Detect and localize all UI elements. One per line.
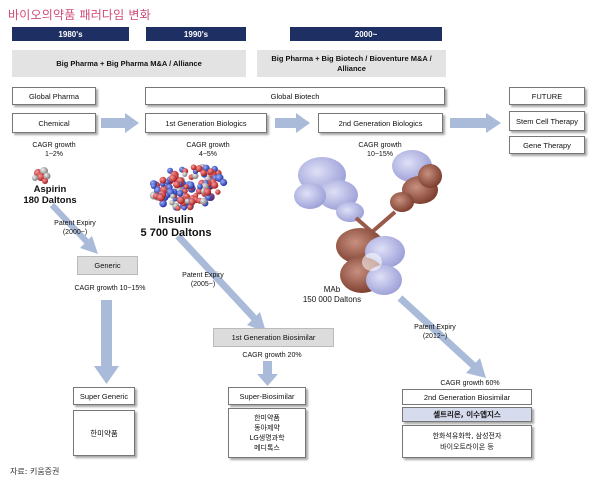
biosim1-box: 1st Generation Biosimilar: [213, 328, 334, 347]
biosim2-companies: 한화석유화학, 삼성전자 바이오트라이온 등: [402, 425, 532, 458]
biosim2-growth: CAGR growth 60%: [440, 380, 500, 387]
gen-1st-biologics: 1st Generation Biologics: [145, 113, 267, 133]
biosim2-highlight: 셀트리온, 이수앱지스: [402, 407, 532, 422]
company-lg: LG생명과학: [249, 434, 285, 442]
biosim2-companies-line1: 한화석유화학, 삼성전자: [432, 432, 502, 441]
future-gene-therapy: Gene Therapy: [509, 136, 585, 154]
arrow-chemical-to-gen1: [101, 113, 139, 133]
page-title: 바이오의약품 패러다임 변화: [8, 8, 151, 22]
company-dongah: 동아제약: [254, 423, 280, 432]
arrow-gen1-to-gen2: [275, 113, 310, 133]
super-biosimilar-companies: 한미약품 동아제약 LG생명과학 메디톡스: [228, 408, 306, 458]
generic-box: Generic: [77, 256, 138, 275]
arrow-aspirin-to-generic: [49, 202, 98, 254]
industry-bar-left: Big Pharma + Big Pharma M&A / Alliance: [12, 50, 246, 77]
biosim2-companies-line2: 바이오트라이온 등: [440, 442, 494, 451]
biosim2-box: 2nd Generation Biosimilar: [402, 389, 532, 405]
company-medytox: 메디톡스: [254, 444, 280, 453]
aspirin-mass: 180 Daltons: [23, 195, 77, 207]
generic-growth: CAGR growth 10~15%: [74, 285, 146, 292]
super-generic-box: Super Generic: [73, 387, 135, 405]
group-global-pharma: Global Pharma: [12, 87, 96, 105]
mab-name: MAb: [323, 285, 341, 294]
expiry-gen2: Patent Expiry (2012~): [414, 324, 456, 341]
expiry-gen1: Patent Expiry (2005~): [182, 272, 224, 289]
industry-bar-right: Big Pharma + Big Biotech / Bioventure M&…: [257, 50, 446, 77]
insulin-molecule-image: [149, 163, 228, 211]
mab-mass: 150 000 Daltons: [302, 295, 362, 304]
arrow-biosim1-to-super: [257, 361, 278, 386]
group-global-biotech: Global Biotech: [145, 87, 445, 105]
arrow-generic-to-super: [94, 300, 119, 384]
expiry-chemical: Patent Expiry (2000~): [54, 220, 96, 237]
aspirin-name: Aspirin: [33, 184, 67, 195]
gen-chemical: Chemical: [12, 113, 96, 133]
group-future: FUTURE: [509, 87, 585, 105]
gen-2nd-biologics: 2nd Generation Biologics: [318, 113, 443, 133]
aspirin-molecule-image: [32, 167, 51, 184]
growth-chemical: CAGR growth 1~2%: [32, 142, 76, 159]
company-hanmi: 한미약품: [254, 413, 280, 422]
super-generic-companies: 한미약품: [73, 410, 135, 456]
growth-gen2: CAGR growth 10~15%: [358, 142, 402, 159]
insulin-name: Insulin: [158, 214, 194, 226]
super-biosimilar-box: Super-Biosimilar: [228, 387, 306, 405]
biosim1-growth: CAGR growth 20%: [242, 352, 302, 359]
era-2000s: 2000~: [290, 27, 442, 41]
arrow-insulin-to-biosim1: [175, 233, 266, 332]
arrow-mab-to-biosim2: [397, 295, 486, 378]
future-stem-cell: Stem Cell Therapy: [509, 111, 585, 131]
insulin-mass: 5 700 Daltons: [140, 227, 212, 240]
era-1990s: 1990's: [146, 27, 246, 41]
mab-antibody-image: [294, 150, 442, 295]
insulin-label: Insulin 5 700 Daltons: [120, 214, 232, 240]
source-note: 자료: 키움증권: [10, 467, 60, 476]
growth-gen1: CAGR growth 4~5%: [186, 142, 230, 159]
arrow-gen2-to-future: [450, 113, 501, 133]
mab-label: MAb 150 000 Daltons: [296, 285, 368, 305]
aspirin-label: Aspirin 180 Daltons: [20, 184, 80, 207]
era-1980s: 1980's: [12, 27, 129, 41]
